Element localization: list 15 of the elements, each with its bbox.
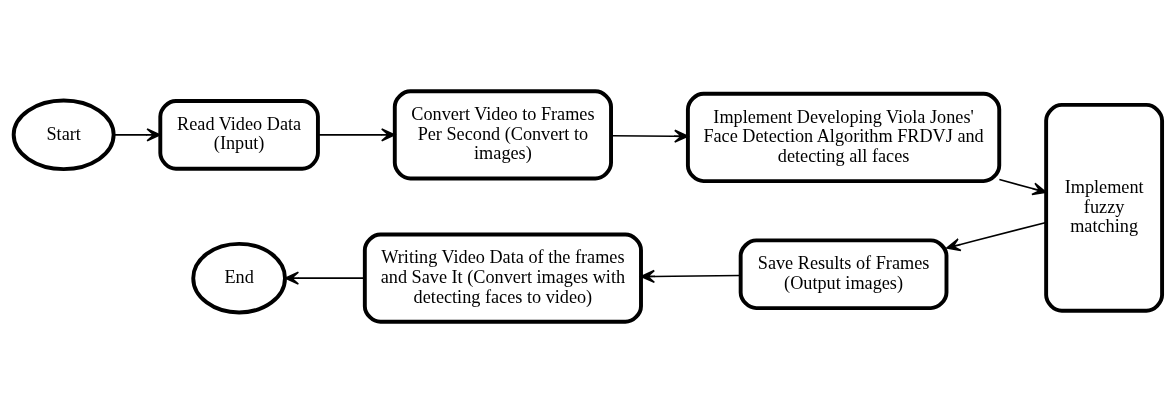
node-box: Writing Video Data of the frames and Save It (Convert images with detecting faces to video): [362, 232, 643, 324]
arrow: [610, 129, 689, 143]
node-box: Convert Video to Frames Per Second (Convert to images): [392, 88, 613, 180]
arrow: [946, 221, 1047, 251]
arrow: [284, 271, 366, 285]
arrow: [317, 127, 396, 141]
node-box: Implement fuzzy matching: [1044, 102, 1165, 313]
arrow: [998, 178, 1047, 195]
node-box: Implement Developing Viola Jones' Face Detection Algorithm FRDVJ and detecting all faces: [685, 91, 1002, 183]
node-box: Read Video Data (Input): [158, 98, 320, 171]
node-ellipse: Start: [11, 98, 116, 171]
arrow: [112, 127, 161, 141]
node-ellipse: End: [191, 241, 287, 314]
node-box: Save Results of Frames (Output images): [738, 237, 949, 310]
arrow: [640, 269, 742, 283]
